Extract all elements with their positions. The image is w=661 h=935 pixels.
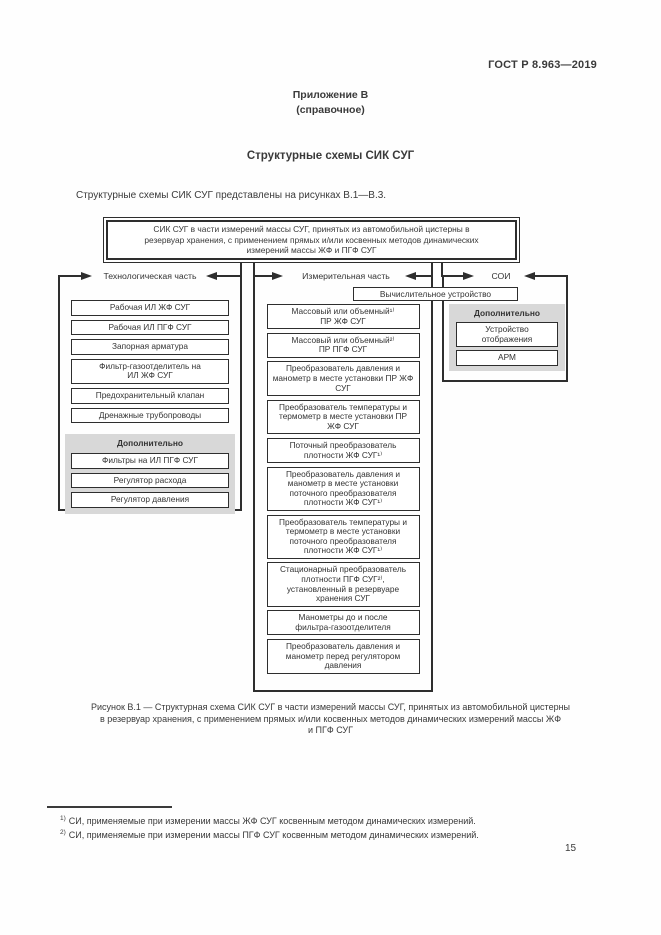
figure-caption: Рисунок В.1 — Структурная схема СИК СУГ … — [35, 702, 626, 737]
footnote-text: СИ, применяемые при измерении массы ЖФ С… — [68, 816, 476, 826]
footnote-marker: 1) — [60, 815, 66, 822]
diagram-node: Рабочая ИЛ ЖФ СУГ — [71, 300, 229, 316]
computing-device-box: Вычислительное устройство — [353, 287, 518, 301]
connector-line — [253, 275, 272, 277]
diagram-node: Фильтры на ИЛ ПГФ СУГ — [71, 453, 229, 469]
connector-line — [441, 263, 443, 277]
footnote-marker: 2) — [60, 829, 66, 836]
connector-line — [253, 263, 255, 277]
tech-section-container: Рабочая ИЛ ЖФ СУГ Рабочая ИЛ ПГФ СУГ Зап… — [58, 276, 242, 514]
figure-caption-line: в резервуар хранения, с применением прям… — [99, 713, 562, 724]
connector-line — [431, 263, 433, 277]
diagram-node: Регулятор расхода — [71, 472, 229, 489]
optional-group-title: Дополнительно — [116, 438, 184, 449]
section-label-soi: СОИ — [491, 271, 511, 281]
diagram-root-box-label: СИК СУГ в части измерений массы СУГ, при… — [106, 220, 517, 260]
figure-caption-line: Рисунок В.1 — Структурная схема СИК СУГ … — [90, 702, 571, 712]
arrow-right-icon — [272, 272, 283, 280]
diagram-node: Поточный преобразователь плотности ЖФ СУ… — [266, 437, 420, 464]
soi-section-container: Дополнительно Устройство отображения АРМ — [442, 276, 568, 382]
footnote-text: СИ, применяемые при измерении массы ПГФ … — [68, 830, 479, 840]
footnote-1: 1)СИ, применяемые при измерении массы ЖФ… — [60, 812, 620, 828]
appendix-subtitle: (справочное) — [296, 104, 365, 116]
diagram-node: Массовый или объемный²⁾ ПР ПГФ СУГ — [266, 332, 420, 358]
standard-number: ГОСТ Р 8.963—2019 — [488, 59, 597, 71]
diagram-node: Массовый или объемный¹⁾ ПР ЖФ СУГ — [266, 304, 420, 330]
figure-caption-line: и ПГФ СУГ — [307, 725, 353, 735]
diagram-node: Преобразователь давления и манометр пере… — [266, 638, 420, 674]
arrow-right-icon — [463, 272, 474, 280]
diagram-node: Дренажные трубопроводы — [71, 407, 229, 424]
diagram-node: Преобразователь давления и манометр в ме… — [266, 466, 420, 511]
measure-section-container: Массовый или объемный¹⁾ ПР ЖФ СУГ Массов… — [253, 276, 433, 692]
diagram-root-box: СИК СУГ в части измерений массы СУГ, при… — [103, 217, 520, 263]
diagram-node: Преобразователь температуры и термометр … — [266, 514, 420, 559]
appendix-title: Приложение В — [292, 89, 369, 101]
diagram-node: Преобразователь температуры и термометр … — [266, 399, 420, 435]
connector-line — [58, 275, 81, 277]
diagram-node: Преобразователь давления и манометр в ме… — [266, 361, 420, 397]
footnote-2: 2)СИ, применяемые при измерении массы ПГ… — [60, 826, 620, 842]
section-label-measure: Измерительная часть — [302, 271, 390, 281]
connector-line — [416, 275, 433, 277]
diagram-node: Рабочая ИЛ ПГФ СУГ — [71, 319, 229, 336]
connector-line — [442, 275, 463, 277]
diagram-node: Фильтр-газоотделитель на ИЛ ЖФ СУГ — [71, 358, 229, 384]
section-label-tech: Технологическая часть — [103, 271, 197, 281]
arrow-right-icon — [81, 272, 92, 280]
diagram-node: Стационарный преобразователь плотности П… — [266, 562, 420, 607]
arrow-left-icon — [206, 272, 217, 280]
optional-group-title: Дополнительно — [473, 308, 541, 318]
connector-line — [217, 275, 242, 277]
appendix-heading: Приложение В (справочное) — [0, 88, 661, 118]
page-title: Структурные схемы СИК СУГ — [246, 150, 415, 162]
tech-optional-group: Дополнительно Фильтры на ИЛ ПГФ СУГ Регу… — [65, 434, 235, 514]
soi-optional-group: Дополнительно Устройство отображения АРМ — [449, 304, 565, 371]
diagram-node: Запорная арматура — [71, 339, 229, 355]
diagram-node: Регулятор давления — [71, 492, 229, 508]
footnote-divider — [47, 806, 172, 808]
diagram-node: Предохранительный клапан — [71, 387, 229, 404]
diagram-node: Манометры до и после фильтра-газоотделит… — [266, 610, 420, 636]
intro-paragraph: Структурные схемы СИК СУГ представлены н… — [76, 190, 387, 201]
connector-line — [240, 263, 242, 277]
connector-line — [535, 275, 568, 277]
arrow-left-icon — [524, 272, 535, 280]
arrow-left-icon — [405, 272, 416, 280]
diagram-node: АРМ — [456, 350, 558, 366]
page-number: 15 — [565, 843, 577, 854]
diagram-node: Устройство отображения — [456, 322, 558, 348]
